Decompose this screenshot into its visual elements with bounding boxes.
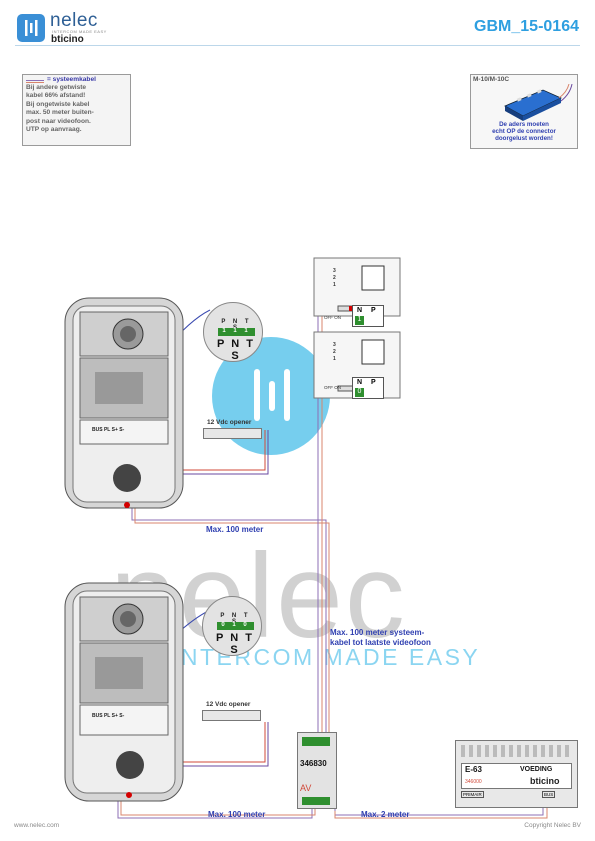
psu-name: VOEDING <box>520 766 553 773</box>
psu-primary-label: PRIMAIR <box>461 791 484 798</box>
dip-terminal-names: P N T S <box>216 632 254 656</box>
power-supply: E-63 VOEDING 346000 bticino PRIMAIR BUS <box>455 740 578 808</box>
brand-tagline: INTERCOM MADE EASY <box>52 29 107 34</box>
opener-label-bottom: 12 Vdc opener <box>206 701 251 708</box>
dip-values: 0 1 0 <box>217 622 254 630</box>
dip-switch-zoom-bottom: P N T S 0 1 0 P N T S <box>202 596 262 656</box>
cable-legend-icon <box>26 80 44 83</box>
cable-legend-title: = systeemkabel <box>47 76 96 83</box>
connector-icon <box>504 84 573 121</box>
psu-label-panel: E-63 VOEDING 346000 bticino <box>461 763 572 789</box>
header-divider <box>15 45 580 46</box>
psu-model: E-63 <box>465 765 482 774</box>
distance-top-panel: Max. 100 meter <box>206 525 264 534</box>
terminal-label-top: BUS PL S+ S- <box>92 427 125 433</box>
brand-name: nelec <box>50 10 98 31</box>
av-terminals-bottom <box>302 797 330 805</box>
av-module-code: 346830 <box>300 759 327 768</box>
dip-values: 1 1 1 <box>218 328 255 336</box>
psu-bus-label: BUS <box>542 791 556 798</box>
door-opener-bottom <box>202 710 261 721</box>
distance-power-supply: Max. 2 meter <box>361 810 410 819</box>
av-module-label: AV <box>300 783 312 793</box>
psu-code: 346000 <box>465 779 482 785</box>
dip-switch-zoom-top: P N T S 1 1 1 P N T S <box>203 302 263 362</box>
connector-model: M-10/M-10C <box>473 76 510 83</box>
psu-vents <box>461 745 570 757</box>
dip-headers: P N T S <box>220 613 251 625</box>
cable-legend-body: Bij andere getwiste kabel 66% afstand! B… <box>26 84 94 134</box>
document-id: GBM_15-0164 <box>474 18 579 35</box>
dip-terminal-names: P N T S <box>217 338 255 362</box>
videophone-top-switch: OFF ON <box>324 315 341 320</box>
door-panel-top <box>64 297 184 509</box>
distance-bottom-panel: Max. 100 meter <box>208 810 266 819</box>
partner-brand: bticino <box>51 34 84 45</box>
videophone-bottom-switch: OFF ON <box>324 385 341 390</box>
av-terminals-top <box>302 737 330 746</box>
door-opener-top <box>203 428 262 439</box>
cable-note: = systeemkabel Bij andere getwiste kabel… <box>22 74 131 146</box>
psu-brand: bticino <box>530 776 560 786</box>
videophone-bottom-nptable: N P 0 <box>352 377 384 399</box>
connector-warning: De aders moeten echt OP de connector doo… <box>492 121 556 142</box>
videophone-bottom <box>313 331 401 399</box>
connector-note: M-10/M-10C De aders moeten echt OP de co… <box>470 74 578 149</box>
av-module: 346830 AV <box>297 732 337 809</box>
distance-system-cable: Max. 100 meter systeem- kabel tot laatst… <box>330 628 431 647</box>
opener-label-top: 12 Vdc opener <box>207 419 252 426</box>
footer-website: www.nelec.com <box>14 822 60 829</box>
footer-copyright: Copyright Nelec BV <box>524 822 581 829</box>
dip-headers: P N T S <box>221 319 252 331</box>
door-panel-bottom <box>64 582 184 802</box>
terminal-label-bottom: BUS PL S+ S- <box>92 713 125 719</box>
videophone-top-nptable: N P 1 <box>352 305 384 327</box>
nelec-logo-icon <box>17 14 45 42</box>
